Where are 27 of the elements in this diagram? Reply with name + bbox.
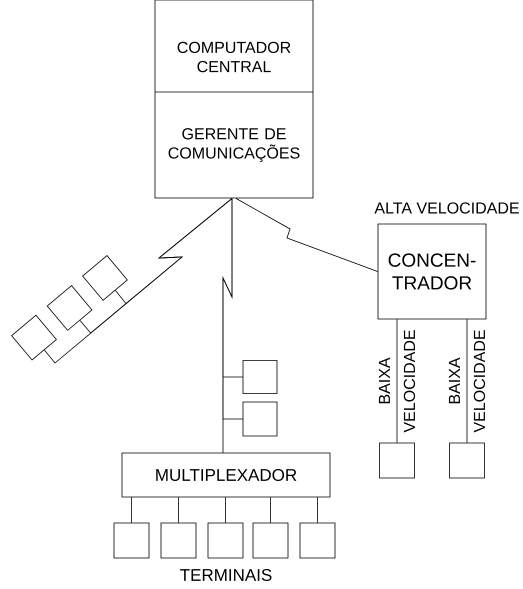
connection-line [131, 497, 132, 523]
connection-line [236, 198, 378, 272]
connection-line [396, 319, 398, 443]
terminal-box [242, 360, 278, 394]
terminal-box [379, 442, 415, 478]
terminal-box [242, 402, 278, 436]
connection-line [222, 198, 243, 420]
connection-line [317, 497, 318, 523]
connection-line [178, 497, 179, 523]
caption-label: TERMINAIS [180, 568, 272, 582]
terminal-box [82, 255, 128, 301]
connection-line [270, 497, 271, 523]
speed-label: ALTA VELOCIDADE [374, 202, 519, 214]
terminal-box [449, 442, 485, 478]
terminal-box [300, 522, 336, 558]
edge-label: BAIXA VELOCIDADE [448, 330, 486, 432]
connection-line [466, 319, 468, 443]
terminal-box [208, 522, 244, 558]
terminal-box [160, 522, 196, 558]
terminal-box [252, 522, 288, 558]
computer-box: COMPUTADOR CENTRAL GERENTE DE COMUNICAÇÕES [154, 0, 314, 198]
concentrator-box: CONCEN- TRADOR [378, 224, 486, 320]
multiplexer-box: MULTIPLEXADOR [122, 452, 330, 498]
terminal-box [114, 522, 150, 558]
connection-line [225, 497, 226, 523]
connection-line [115, 198, 232, 304]
edge-label: BAIXA VELOCIDADE [378, 330, 416, 432]
